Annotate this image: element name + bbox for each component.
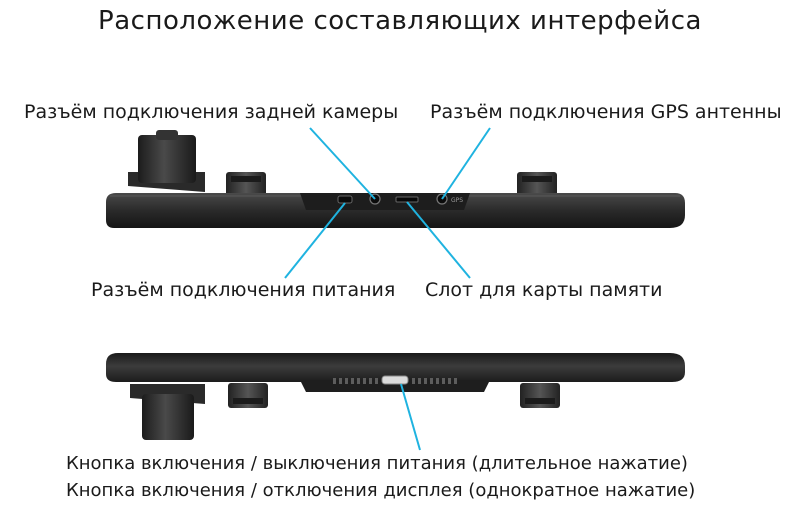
memory-card-slot bbox=[395, 196, 419, 203]
gps-label: Разъём подключения GPS антенны bbox=[430, 101, 782, 123]
device-body-bottom bbox=[106, 353, 685, 382]
speaker-grille-left bbox=[333, 378, 378, 384]
clip-right-bottom bbox=[520, 383, 560, 408]
clip-right-top bbox=[517, 172, 557, 198]
leader-power-button bbox=[400, 383, 421, 451]
power-label: Разъём подключения питания bbox=[91, 279, 396, 301]
leader-power bbox=[284, 202, 346, 279]
clip-left-bottom bbox=[228, 383, 268, 408]
leader-gps bbox=[441, 127, 491, 200]
clip-left-top bbox=[226, 172, 266, 198]
leader-card-slot bbox=[406, 201, 471, 279]
card-slot-label: Слот для карты памяти bbox=[425, 279, 663, 301]
device-top-view: GPS bbox=[106, 130, 685, 228]
device-body-top bbox=[106, 193, 685, 228]
page-title: Расположение составляющих интерфейса bbox=[98, 6, 702, 36]
leader-lines bbox=[284, 127, 491, 451]
power-button-note: Кнопка включения / выключения питания (д… bbox=[66, 453, 688, 474]
mount-knob-top bbox=[128, 130, 205, 192]
power-button bbox=[381, 375, 409, 385]
mount-knob-bottom bbox=[130, 384, 205, 440]
leader-rear-camera bbox=[309, 127, 376, 200]
rear-camera-label: Разъём подключения задней камеры bbox=[24, 101, 399, 123]
gps-marking: GPS bbox=[451, 197, 463, 204]
power-port bbox=[337, 195, 353, 204]
speaker-grille-right bbox=[412, 378, 457, 384]
display-button-note: Кнопка включения / отключения дисплея (о… bbox=[66, 480, 696, 501]
device-bottom-view bbox=[106, 353, 685, 440]
